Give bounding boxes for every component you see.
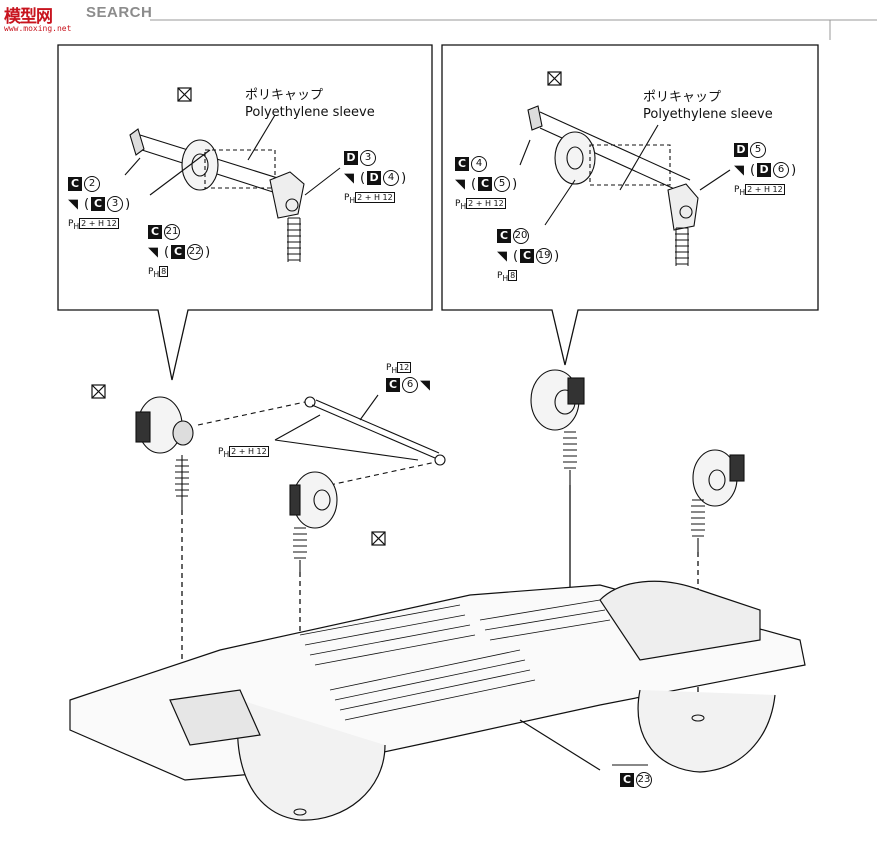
left-poly-en: Polyethylene sleeve: [245, 105, 375, 120]
cut-icon-hub-center: [371, 531, 386, 546]
cut-icon: ◥: [68, 197, 78, 212]
left-callout-frame: [57, 44, 433, 381]
cut-icon-right-callout: [547, 71, 562, 86]
hub-right-front: [530, 369, 585, 485]
hub-left-front: [135, 396, 194, 510]
search-label[interactable]: SEARCH: [86, 4, 153, 21]
cut-icon-hub-left: [91, 384, 106, 399]
tie-rod: [197, 394, 446, 486]
right-poly-en: Polyethylene sleeve: [643, 107, 773, 122]
hub-center: [289, 471, 338, 572]
site-logo[interactable]: 模型网: [4, 7, 53, 27]
left-shaft-assembly: [124, 114, 341, 262]
chassis: [69, 580, 806, 821]
right-poly-jp: ポリキャップ: [643, 90, 722, 105]
right-callout-frame: [441, 44, 819, 366]
right-shaft-assembly: [519, 105, 731, 266]
site-url: www.moxing.net: [4, 24, 72, 33]
left-poly-jp: ポリキャップ: [245, 88, 324, 103]
cut-icon-left-callout: [177, 87, 192, 102]
hub-right-rear: [691, 449, 745, 552]
